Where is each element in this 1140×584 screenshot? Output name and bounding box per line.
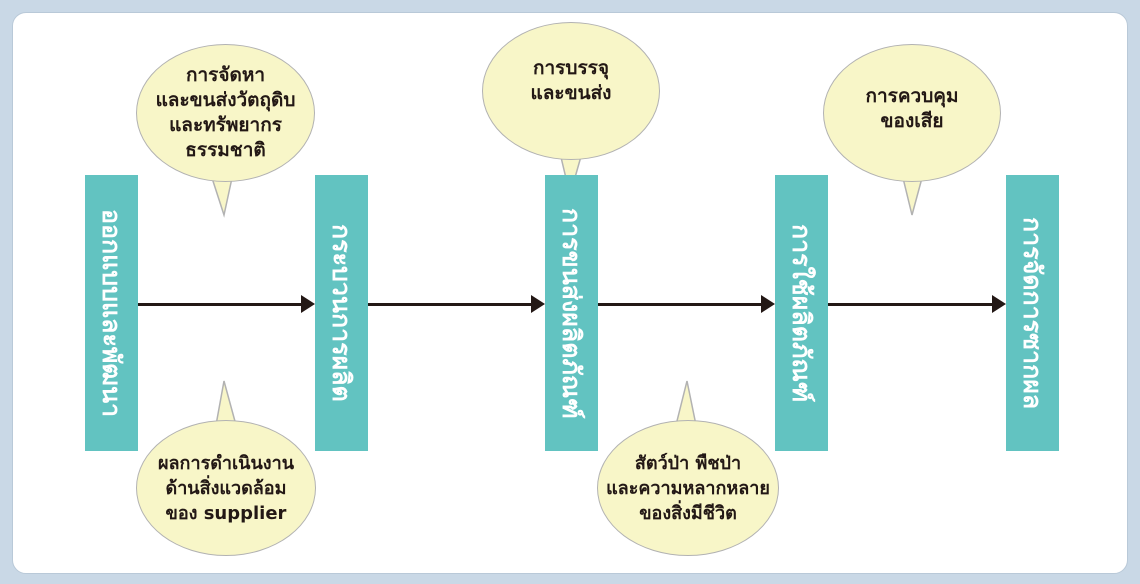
arrow-1 [138, 295, 315, 313]
stage-end-of-life-label: การจัดการซากผล [1018, 216, 1047, 410]
arrow-2 [368, 295, 545, 313]
bubble-top-3: การควบคุม ของเสีย [823, 44, 1001, 182]
bubble-tail-bottom-2 [675, 380, 697, 426]
stage-design-development: ออกแบบและพัฒนา [85, 175, 138, 451]
bubble-tail-top-3 [902, 177, 923, 216]
stage-production-process: กระบวนการผลิต [315, 175, 368, 451]
bubble-top-1-text: การจัดหา และขนส่งวัตถุดิบ และทรัพยากร ธร… [155, 64, 296, 161]
stage-product-transport-label: การขนส่งผลิตภัณฑ์ [557, 207, 586, 419]
bubble-top-3-text: การควบคุม ของเสีย [865, 85, 959, 132]
bubble-top-2: การบรรจุ และขนส่ง [482, 22, 660, 160]
stage-product-transport: การขนส่งผลิตภัณฑ์ [545, 175, 598, 451]
stage-product-use: การใช้ผลิตภัณฑ์ [775, 175, 828, 451]
bubble-top-1: การจัดหา และขนส่งวัตถุดิบ และทรัพยากร ธร… [136, 44, 315, 182]
bubble-bottom-2: สัตว์ป่า พืชป่า และความหลากหลาย ของสิ่งม… [597, 420, 779, 556]
stage-production-process-label: กระบวนการผลิต [327, 224, 356, 402]
bubble-tail-top-1 [210, 177, 233, 218]
bubble-tail-bottom-1 [215, 380, 237, 426]
bubble-bottom-1-text: ผลการดำเนินงาน ด้านสิ่งแวดล้อม ของ suppl… [157, 452, 294, 524]
bubble-bottom-2-text: สัตว์ป่า พืชป่า และความหลากหลาย ของสิ่งม… [606, 452, 770, 524]
arrow-3 [598, 295, 775, 313]
stage-design-development-label: ออกแบบและพัฒนา [97, 208, 126, 418]
bubble-bottom-1: ผลการดำเนินงาน ด้านสิ่งแวดล้อม ของ suppl… [136, 420, 316, 556]
bubble-top-2-text: การบรรจุ และขนส่ง [530, 57, 612, 104]
stage-product-use-label: การใช้ผลิตภัณฑ์ [787, 223, 816, 403]
stage-end-of-life: การจัดการซากผล [1006, 175, 1059, 451]
arrow-4 [828, 295, 1006, 313]
